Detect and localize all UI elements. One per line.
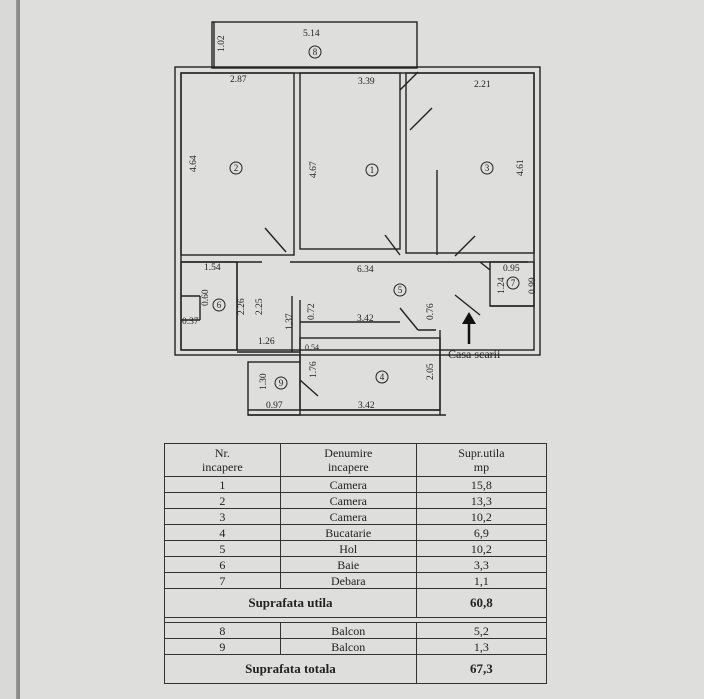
useful-area-row: Suprafata utila 60,8	[164, 588, 548, 618]
total-area-row: Suprafata totala 67,3	[164, 654, 548, 684]
header-nr: Nr.incapere	[164, 443, 281, 477]
stair-arrow-icon	[462, 312, 476, 344]
room-2-outline	[180, 72, 295, 256]
room-1-outline	[299, 72, 401, 250]
room-3-marker	[480, 161, 494, 175]
outer-wall	[174, 66, 541, 356]
room-9-marker	[274, 376, 288, 390]
dim-closet-h2: 0.99	[528, 277, 538, 294]
dim-bottom-a: 0.97	[266, 401, 283, 411]
dim-r2-top: 2.87	[230, 75, 247, 85]
room-4-outline	[299, 337, 441, 411]
room-5-marker	[393, 283, 407, 297]
floor-plan: 1 2 3 4 5 6 7 8 9 5.14 1.02 2.87 3.39 2.…	[174, 21, 541, 416]
room-9-number: 9	[279, 378, 284, 388]
dim-bath-top: 1.54	[204, 263, 221, 273]
dim-closet-h1: 1.24	[497, 277, 507, 294]
room-4-number: 4	[380, 372, 385, 382]
room-1-marker	[365, 163, 379, 177]
dim-bottom-b: 3.42	[358, 401, 375, 411]
dim-r1-top: 3.39	[358, 77, 375, 87]
balcony-8-outline	[211, 21, 418, 69]
room-2-number: 2	[234, 163, 239, 173]
dim-hall-a: 0.72	[307, 303, 317, 320]
dim-r1-height: 4.67	[309, 161, 319, 178]
useful-area-label: Suprafata utila	[164, 588, 417, 618]
room-4-marker	[375, 370, 389, 384]
room-1-number: 1	[370, 165, 375, 175]
room-7-number: 7	[511, 278, 516, 288]
dim-bath-h1: 0.60	[201, 289, 211, 306]
previous-page-edge	[0, 0, 17, 699]
dim-205: 2.05	[426, 363, 436, 380]
dim-hall-b: 1.37	[285, 313, 295, 330]
dim-bath-h3: 2.25	[255, 298, 265, 315]
total-area-value: 67,3	[415, 654, 548, 684]
dim-054: 0.54	[305, 343, 319, 352]
dim-r3-height: 4.61	[516, 159, 526, 176]
room-3-outline	[405, 72, 535, 254]
room-5-number: 5	[398, 285, 403, 295]
dim-balcony-side: 1.02	[217, 35, 227, 52]
room-2-marker	[229, 161, 243, 175]
dim-closet-w: 0.95	[503, 264, 520, 274]
dim-balcony-top: 5.14	[303, 29, 320, 39]
room-6-marker	[212, 298, 226, 312]
total-area-label: Suprafata totala	[164, 654, 417, 684]
dim-r2-height: 4.64	[189, 155, 199, 172]
room-8-marker	[308, 45, 322, 59]
dim-hall-width: 6.34	[357, 265, 374, 275]
room-3-number: 3	[485, 163, 490, 173]
dim-hall-c: 0.76	[426, 303, 436, 320]
room-8-number: 8	[313, 47, 318, 57]
dim-176: 1.76	[309, 361, 319, 378]
dim-130: 1.30	[259, 373, 269, 390]
room-7-marker	[506, 276, 520, 290]
dim-corridor-width: 1.26	[258, 337, 275, 347]
dim-bath-h2: 2.26	[237, 298, 247, 315]
room-6-number: 6	[217, 300, 222, 310]
dim-bath-w1: 0.37	[182, 317, 199, 327]
dim-r3-top: 2.21	[474, 80, 491, 90]
useful-area-value: 60,8	[415, 588, 548, 618]
stair-label: Casa scarii	[448, 347, 501, 361]
dim-kitchen-top: 3.42	[357, 314, 374, 324]
